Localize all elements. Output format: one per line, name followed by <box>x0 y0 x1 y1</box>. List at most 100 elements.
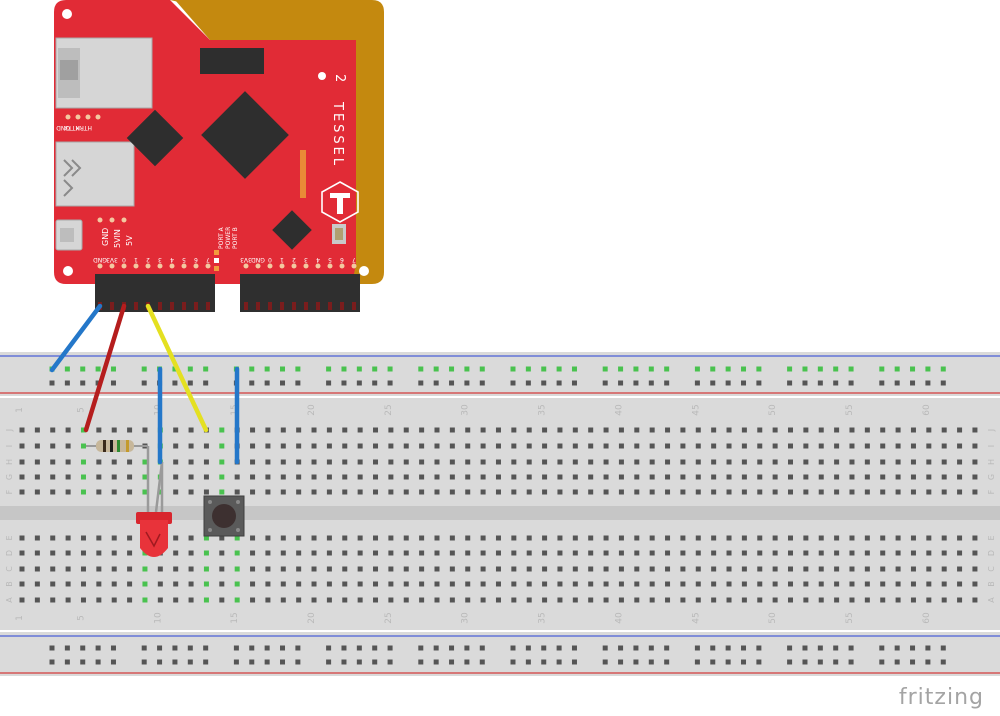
rail-hole <box>787 659 793 665</box>
rail-hole <box>95 645 101 651</box>
header-socket <box>194 302 198 310</box>
breadboard-hole <box>280 581 286 587</box>
port-b-sockets <box>244 302 356 310</box>
smd-component-strip <box>300 150 306 198</box>
breadboard-hole <box>634 427 640 433</box>
breadboard-hole <box>96 581 102 587</box>
breadboard-hole <box>680 443 686 449</box>
rail-hole <box>710 659 716 665</box>
breadboard-hole <box>480 427 486 433</box>
breadboard-hole <box>772 581 778 587</box>
breadboard-hole <box>495 566 501 572</box>
breadboard-hole <box>127 474 133 480</box>
breadboard-hole <box>864 474 870 480</box>
breadboard-hole <box>280 535 286 541</box>
breadboard-hole <box>373 443 379 449</box>
breadboard-hole <box>265 443 271 449</box>
breadboard-hole <box>50 566 56 572</box>
header-socket <box>182 302 186 310</box>
breadboard-hole <box>388 566 394 572</box>
rail-hole <box>80 645 86 651</box>
rail-hole <box>756 380 762 386</box>
rail-hole <box>280 366 286 372</box>
column-number: 25 <box>384 404 394 415</box>
breadboard-hole <box>373 474 379 480</box>
rail-hole <box>618 380 624 386</box>
breadboard-hole <box>788 443 793 449</box>
breadboard-hole <box>526 535 532 541</box>
breadboard-hole <box>618 550 624 556</box>
breadboard-hole <box>80 550 86 556</box>
breadboard-hole <box>818 443 824 449</box>
breadboard-hole <box>649 597 655 603</box>
breadboard-hole <box>173 566 179 572</box>
rail-hole <box>95 659 101 665</box>
breadboard-hole <box>203 489 209 495</box>
flash-chip <box>200 48 264 74</box>
breadboard-hole <box>188 535 194 541</box>
breadboard-hole <box>572 597 578 603</box>
rail-hole <box>356 645 362 651</box>
rail-hole <box>372 380 378 386</box>
breadboard-hole <box>910 427 916 433</box>
rail-hole <box>172 380 178 386</box>
bottom-power-rail <box>0 632 1000 676</box>
breadboard-hole <box>80 597 86 603</box>
breadboard-hole <box>772 459 778 465</box>
row-letter: B <box>987 581 996 587</box>
row-letter: I <box>5 445 14 447</box>
power-wire <box>83 303 127 433</box>
breadboard-hole <box>818 459 824 465</box>
breadboard-hole <box>419 566 425 572</box>
rail-hole <box>187 366 193 372</box>
breadboard-hole <box>19 597 25 603</box>
rail-hole <box>571 366 577 372</box>
breadboard-hole <box>618 427 624 433</box>
breadboard-hole <box>665 581 671 587</box>
breadboard-hole <box>234 535 240 541</box>
rail-hole <box>203 380 209 386</box>
breadboard-hole <box>188 566 194 572</box>
breadboard-hole <box>926 535 932 541</box>
breadboard-hole <box>219 443 225 449</box>
breadboard-hole <box>880 489 886 495</box>
led-indicator <box>318 72 326 80</box>
breadboard-hole <box>219 535 225 541</box>
breadboard-hole <box>250 597 256 603</box>
breadboard-hole <box>19 427 25 433</box>
breadboard-hole <box>19 443 25 449</box>
breadboard-hole <box>80 474 86 480</box>
breadboard-hole <box>618 459 624 465</box>
header-pin-label: 2 <box>146 256 150 263</box>
rail-hole <box>633 659 639 665</box>
breadboard-hole <box>296 489 302 495</box>
breadboard-hole <box>757 550 763 556</box>
breadboard-hole <box>296 566 302 572</box>
breadboard-hole <box>741 535 747 541</box>
breadboard-hole <box>726 474 732 480</box>
header-pin <box>193 263 199 269</box>
breadboard-hole <box>741 597 747 603</box>
breadboard-holes <box>19 366 978 665</box>
breadboard-hole <box>526 550 532 556</box>
breadboard-hole <box>342 550 348 556</box>
breadboard-hole <box>50 581 56 587</box>
rail-hole <box>618 366 624 372</box>
breadboard-hole <box>542 581 548 587</box>
column-number: 15 <box>230 612 240 623</box>
rail-hole <box>910 659 916 665</box>
breadboard-hole <box>403 427 409 433</box>
header-pin-label: 7 <box>206 256 210 263</box>
breadboard-hole <box>588 443 594 449</box>
breadboard-hole <box>557 566 563 572</box>
breadboard-hole <box>680 581 686 587</box>
breadboard-hole <box>757 459 763 465</box>
breadboard-hole <box>188 489 194 495</box>
rail-hole <box>141 645 147 651</box>
breadboard-hole <box>926 597 932 603</box>
breadboard-hole <box>173 489 179 495</box>
breadboard-hole <box>80 535 86 541</box>
breadboard-hole <box>280 550 286 556</box>
upper-pin-label-htrx: HTRX <box>76 124 92 131</box>
